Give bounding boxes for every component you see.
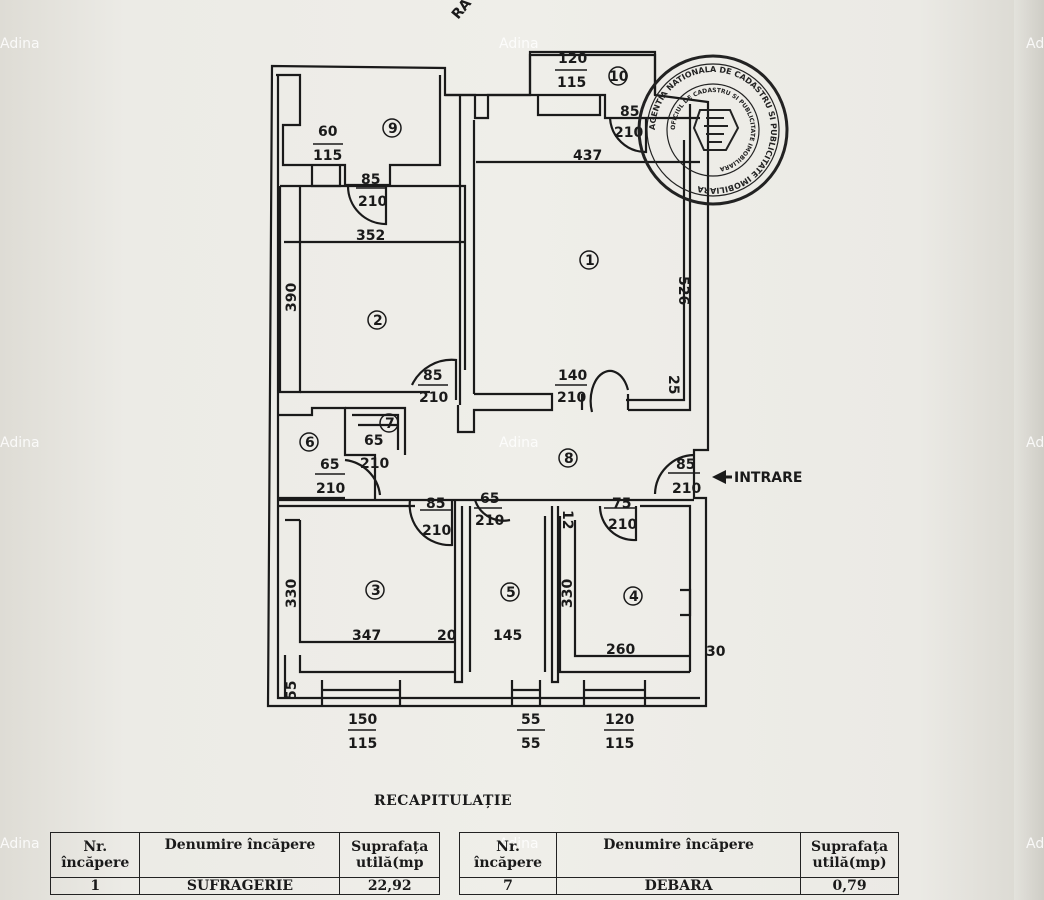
dim-label: 20 xyxy=(437,628,457,644)
dim-label: 210 xyxy=(422,523,451,539)
cell-nr: 7 xyxy=(458,877,558,895)
recap-table-left: Nr. încăpere Denumire încăpere Suprafața… xyxy=(49,832,440,895)
room-number-4: 4 xyxy=(629,589,639,605)
dim-label: 85 xyxy=(620,104,639,120)
dim-label: 210 xyxy=(419,390,448,406)
watermark: Adina xyxy=(1026,836,1044,852)
dim-label: 210 xyxy=(557,390,586,406)
watermark: Adina xyxy=(1026,36,1044,52)
cell-area: 0,79 xyxy=(800,877,899,895)
header-name: Denumire încăpere xyxy=(139,832,341,878)
dim-label: 60 xyxy=(318,124,338,140)
dim-label: 65 xyxy=(480,491,499,507)
dim-label: 65 xyxy=(364,433,383,449)
room-number-8: 8 xyxy=(564,451,574,467)
cell-nr: 1 xyxy=(49,877,141,895)
dim-label: 437 xyxy=(573,148,602,164)
room-number-3: 3 xyxy=(371,583,381,599)
dim-label: 390 xyxy=(284,283,300,312)
dim-label: 85 xyxy=(426,496,445,512)
dim-label: 352 xyxy=(356,228,385,244)
cell-area: 22,92 xyxy=(339,877,440,895)
recap-title: RECAPITULAȚIE xyxy=(374,793,513,809)
header-nr: Nr. încăpere xyxy=(49,832,141,878)
dim-label: 75 xyxy=(612,496,631,512)
header-area: Suprafața utilă(mp xyxy=(339,832,440,878)
dim-label: 260 xyxy=(606,642,635,658)
cadastre-stamp: AGENTIA NATIONALA DE CADASTRU SI PUBLICI… xyxy=(637,54,789,206)
cell-name: DEBARA xyxy=(556,877,802,895)
room-number-6: 6 xyxy=(305,435,315,451)
dim-label: 145 xyxy=(493,628,522,644)
dim-label: 120 xyxy=(558,51,587,67)
dim-label: 140 xyxy=(558,368,587,384)
watermark: Adina xyxy=(499,36,539,52)
dim-label: 120 xyxy=(605,712,634,728)
dim-label: 55 xyxy=(521,712,540,728)
header-name: Denumire încăpere xyxy=(556,832,802,878)
dim-label: 85 xyxy=(361,172,380,188)
dim-label: 85 xyxy=(423,368,442,384)
cell-name: SUFRAGERIE xyxy=(139,877,341,895)
paper-edge xyxy=(1014,0,1044,900)
room-number-10: 10 xyxy=(609,69,629,85)
dim-label: 210 xyxy=(358,194,387,210)
dim-label: 210 xyxy=(672,481,701,497)
dim-label: 330 xyxy=(284,579,300,608)
recap-table-right: Nr. încăpere Denumire încăpere Suprafața… xyxy=(458,832,899,895)
dim-label: 115 xyxy=(557,75,586,91)
table-row: 7 DEBARA 0,79 xyxy=(458,877,899,895)
watermark: Adina xyxy=(0,836,40,852)
dim-label: 150 xyxy=(348,712,377,728)
entrance-label: INTRARE xyxy=(734,470,802,486)
dim-label: 85 xyxy=(676,457,695,473)
room-number-1: 1 xyxy=(585,253,595,269)
dim-label: 210 xyxy=(360,456,389,472)
dim-label: 115 xyxy=(605,736,634,752)
dim-label: 115 xyxy=(348,736,377,752)
dim-label: 115 xyxy=(313,148,342,164)
room-number-9: 9 xyxy=(388,121,398,137)
top-partial-text: RA xyxy=(449,0,475,23)
dim-label: 55 xyxy=(521,736,540,752)
watermark: Adina xyxy=(0,435,40,451)
dim-label: 12 xyxy=(559,510,575,529)
table-row: 1 SUFRAGERIE 22,92 xyxy=(49,877,440,895)
watermark: Adina xyxy=(499,435,539,451)
stamp-inner-text: OFICIUL DE CADASTRU SI PUBLICITATE IMOBI… xyxy=(670,87,756,173)
dim-label: 330 xyxy=(560,579,576,608)
dim-label: 65 xyxy=(320,457,339,473)
dim-label: 210 xyxy=(608,517,637,533)
watermark: Adina xyxy=(1026,435,1044,451)
dim-label: 526 xyxy=(675,276,691,305)
entrance-arrow-icon xyxy=(712,470,726,484)
room-number-2: 2 xyxy=(373,313,383,329)
header-nr: Nr. încăpere xyxy=(458,832,558,878)
dim-label: 210 xyxy=(316,481,345,497)
dim-label: 210 xyxy=(475,513,504,529)
dim-label: 55 xyxy=(284,681,300,700)
room-number-7: 7 xyxy=(385,416,395,432)
dim-label: 210 xyxy=(614,125,643,141)
watermark: Adina xyxy=(0,36,40,52)
room-number-5: 5 xyxy=(506,585,516,601)
dim-label: 25 xyxy=(665,375,681,394)
dim-label: 347 xyxy=(352,628,381,644)
header-area: Suprafața utilă(mp) xyxy=(800,832,899,878)
dim-label: 30 xyxy=(706,644,726,660)
